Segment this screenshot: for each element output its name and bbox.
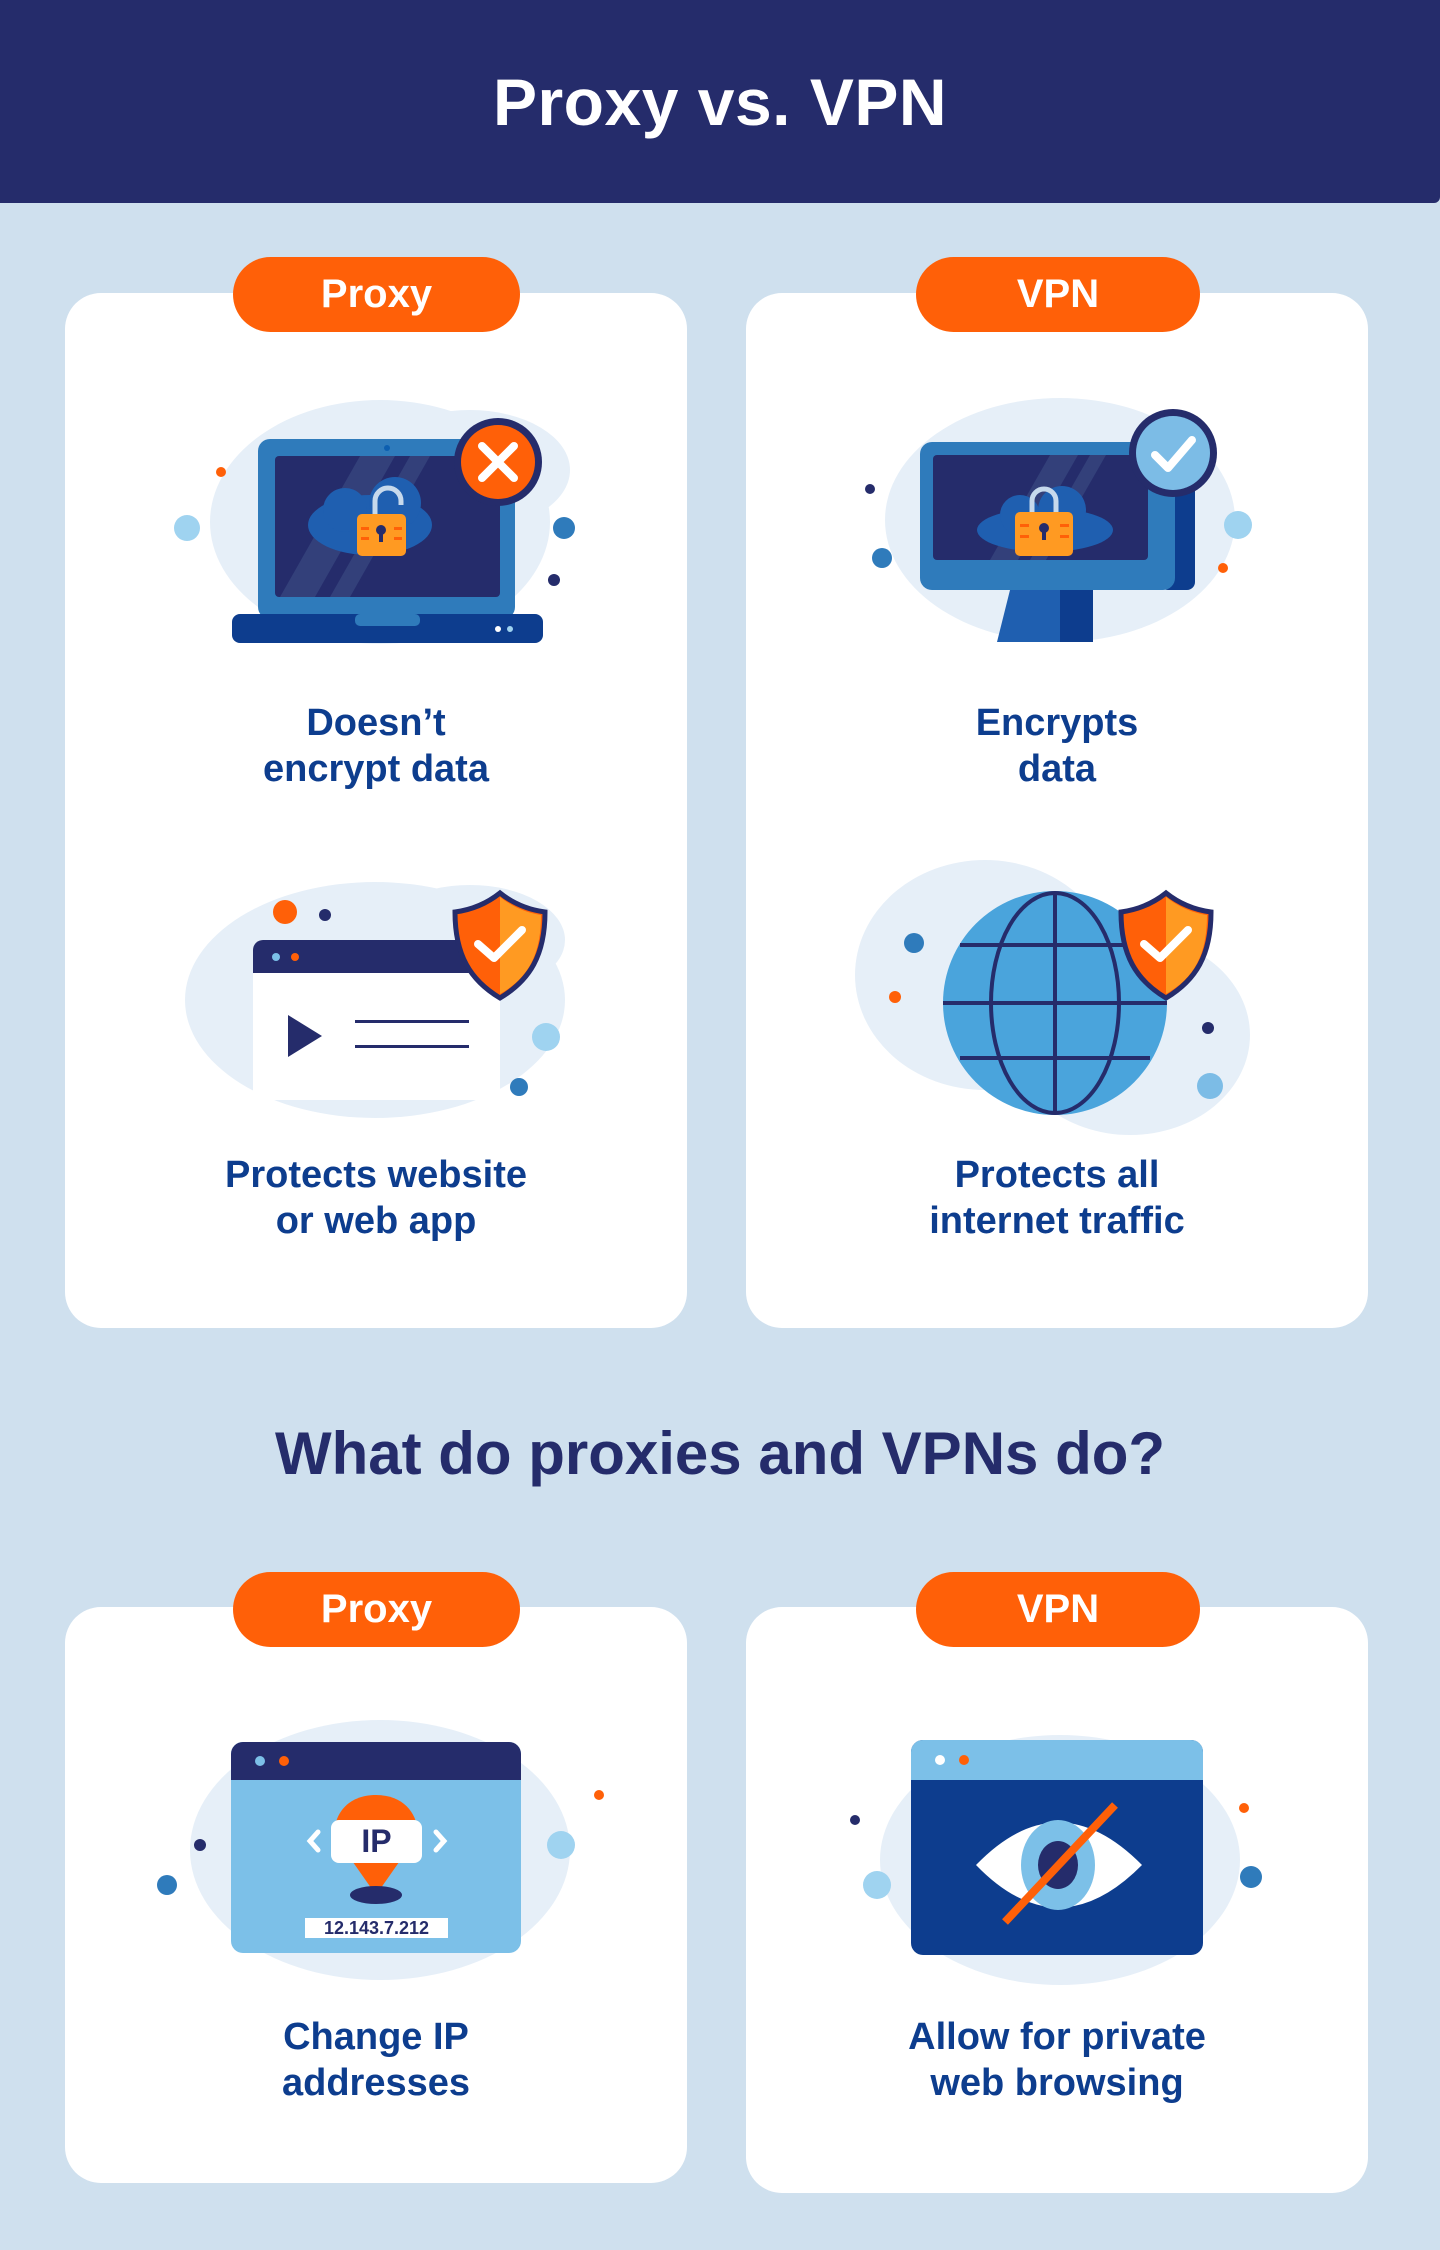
proxy-feature-label-encryption: Doesn’t encrypt data [65,700,687,792]
vpn-badge: VPN [916,257,1200,332]
vpn-feature-label-encryption: Encrypts data [746,700,1368,792]
proxy-feature-label-protection: Protects website or web app [65,1152,687,1244]
label-line: internet traffic [929,1200,1185,1242]
label-line: Protects website [225,1154,527,1196]
proxy-function-badge: Proxy [233,1572,520,1647]
label-line: addresses [281,2062,470,2104]
label-line: or web app [275,1200,477,1242]
label-line: encrypt data [263,748,489,790]
vpn-function-badge: VPN [916,1572,1200,1647]
label-line: Doesn’t [306,702,446,744]
proxy-badge: Proxy [233,257,520,332]
ip-tag: IP [361,1823,392,1859]
ip-address: 12.143.7.212 [323,1918,430,1938]
section-heading: What do proxies and VPNs do? [274,1420,1166,1487]
vpn-feature-label-protection: Protects all internet traffic [746,1152,1368,1244]
label-line: Change IP [283,2016,469,2058]
label-line: web browsing [930,2062,1184,2104]
page-title: Proxy vs. VPN [492,65,948,139]
label-line: Protects all [954,1154,1160,1196]
vpn-function-label: Allow for private web browsing [746,2014,1368,2106]
page-header: Proxy vs. VPN [0,0,1440,203]
label-line: data [1017,748,1097,790]
label-line: Encrypts [975,702,1139,744]
proxy-function-label: Change IP addresses [65,2014,687,2106]
label-line: Allow for private [908,2016,1206,2058]
